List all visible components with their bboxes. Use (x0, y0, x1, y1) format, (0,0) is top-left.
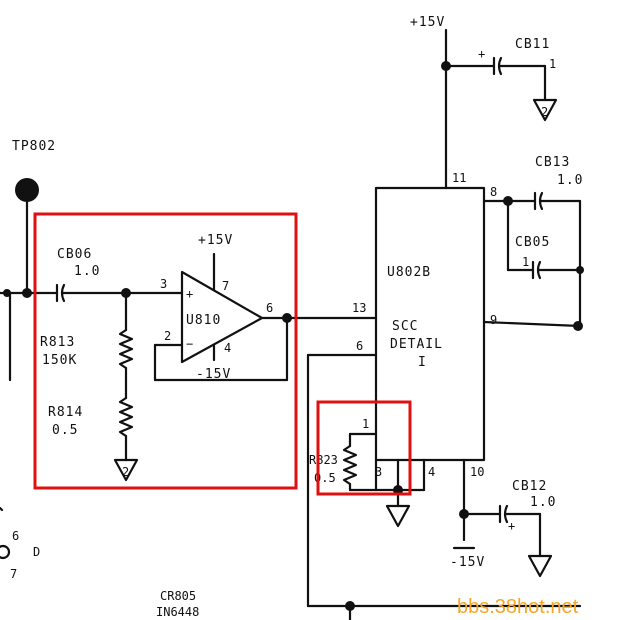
minus15-u810-label: -15V (196, 367, 231, 382)
u802b-label: U802B (387, 265, 431, 280)
cb13-value: 1.0 (557, 173, 583, 188)
plus15-u810-label: +15V (198, 233, 233, 248)
pin-8: 8 (490, 185, 497, 199)
scc-label: SCC (392, 319, 418, 334)
u810-pin-2: 2 (164, 329, 171, 343)
pin-9: 9 (490, 313, 497, 327)
u810-pin-3: 3 (160, 277, 167, 291)
cb12-polarity: + (508, 519, 515, 533)
cr805-part: IN6448 (156, 605, 199, 619)
u810-pin-6: 6 (266, 301, 273, 315)
ground-label: 2 (541, 105, 548, 119)
r814-ground-label: 2 (122, 465, 129, 479)
tp802 (0, 178, 59, 382)
bottom-right-supply (452, 458, 553, 578)
cb11-label: CB11 (515, 37, 550, 52)
right-caps (482, 191, 584, 331)
u810-pin-7: 7 (222, 279, 229, 293)
cr-pin-7: 7 (10, 567, 17, 581)
r823-label: R823 (309, 453, 338, 467)
u810-minus-sign: − (186, 337, 193, 351)
watermark: bbs.38hot.net (457, 596, 579, 618)
top-supply: 2 (441, 28, 558, 190)
r823-resistor (342, 432, 426, 528)
tp802-label: TP802 (12, 139, 56, 154)
pin-11: 11 (452, 171, 466, 185)
cb11-polarity: + (478, 47, 485, 61)
pin-6: 6 (356, 339, 363, 353)
cb13-label: CB13 (535, 155, 570, 170)
r814-value: 0.5 (52, 423, 78, 438)
cb05-pin: 1 (522, 255, 529, 269)
pin-4: 4 (428, 465, 435, 479)
pin-10: 10 (470, 465, 484, 479)
detail-label: DETAIL (390, 337, 443, 352)
u802b-ic (374, 186, 486, 462)
cr805-label: CR805 (160, 589, 196, 603)
r814-label: R814 (48, 405, 83, 420)
r823-highlight-box (316, 400, 412, 496)
u810-label: U810 (186, 313, 221, 328)
u810-plus-sign: + (186, 287, 193, 301)
r813-label: R813 (40, 335, 75, 350)
cb06-value: 1.0 (74, 264, 100, 279)
lower-bus (306, 353, 582, 620)
r813-value: 150K (42, 353, 77, 368)
cb05-label: CB05 (515, 235, 550, 250)
cb12-value: 1.0 (530, 495, 556, 510)
plus15-top-label: +15V (410, 15, 445, 30)
minus15-bottom-label: -15V (450, 555, 485, 570)
u810-section: 2 (55, 252, 378, 482)
u810-pin-4: 4 (224, 341, 231, 355)
cb12-label: CB12 (512, 479, 547, 494)
u810-highlight-box (33, 212, 298, 490)
detail-number: I (418, 355, 427, 370)
cb11-pin: 1 (549, 57, 556, 71)
pin-1: 1 (362, 417, 369, 431)
cr805-fragment (0, 506, 11, 560)
cb06-label: CB06 (57, 247, 92, 262)
pin-3: 3 (375, 465, 382, 479)
cr-pin-6: 6 (12, 529, 19, 543)
pin-13: 13 (352, 301, 366, 315)
cr-pin-d: D (33, 545, 40, 559)
